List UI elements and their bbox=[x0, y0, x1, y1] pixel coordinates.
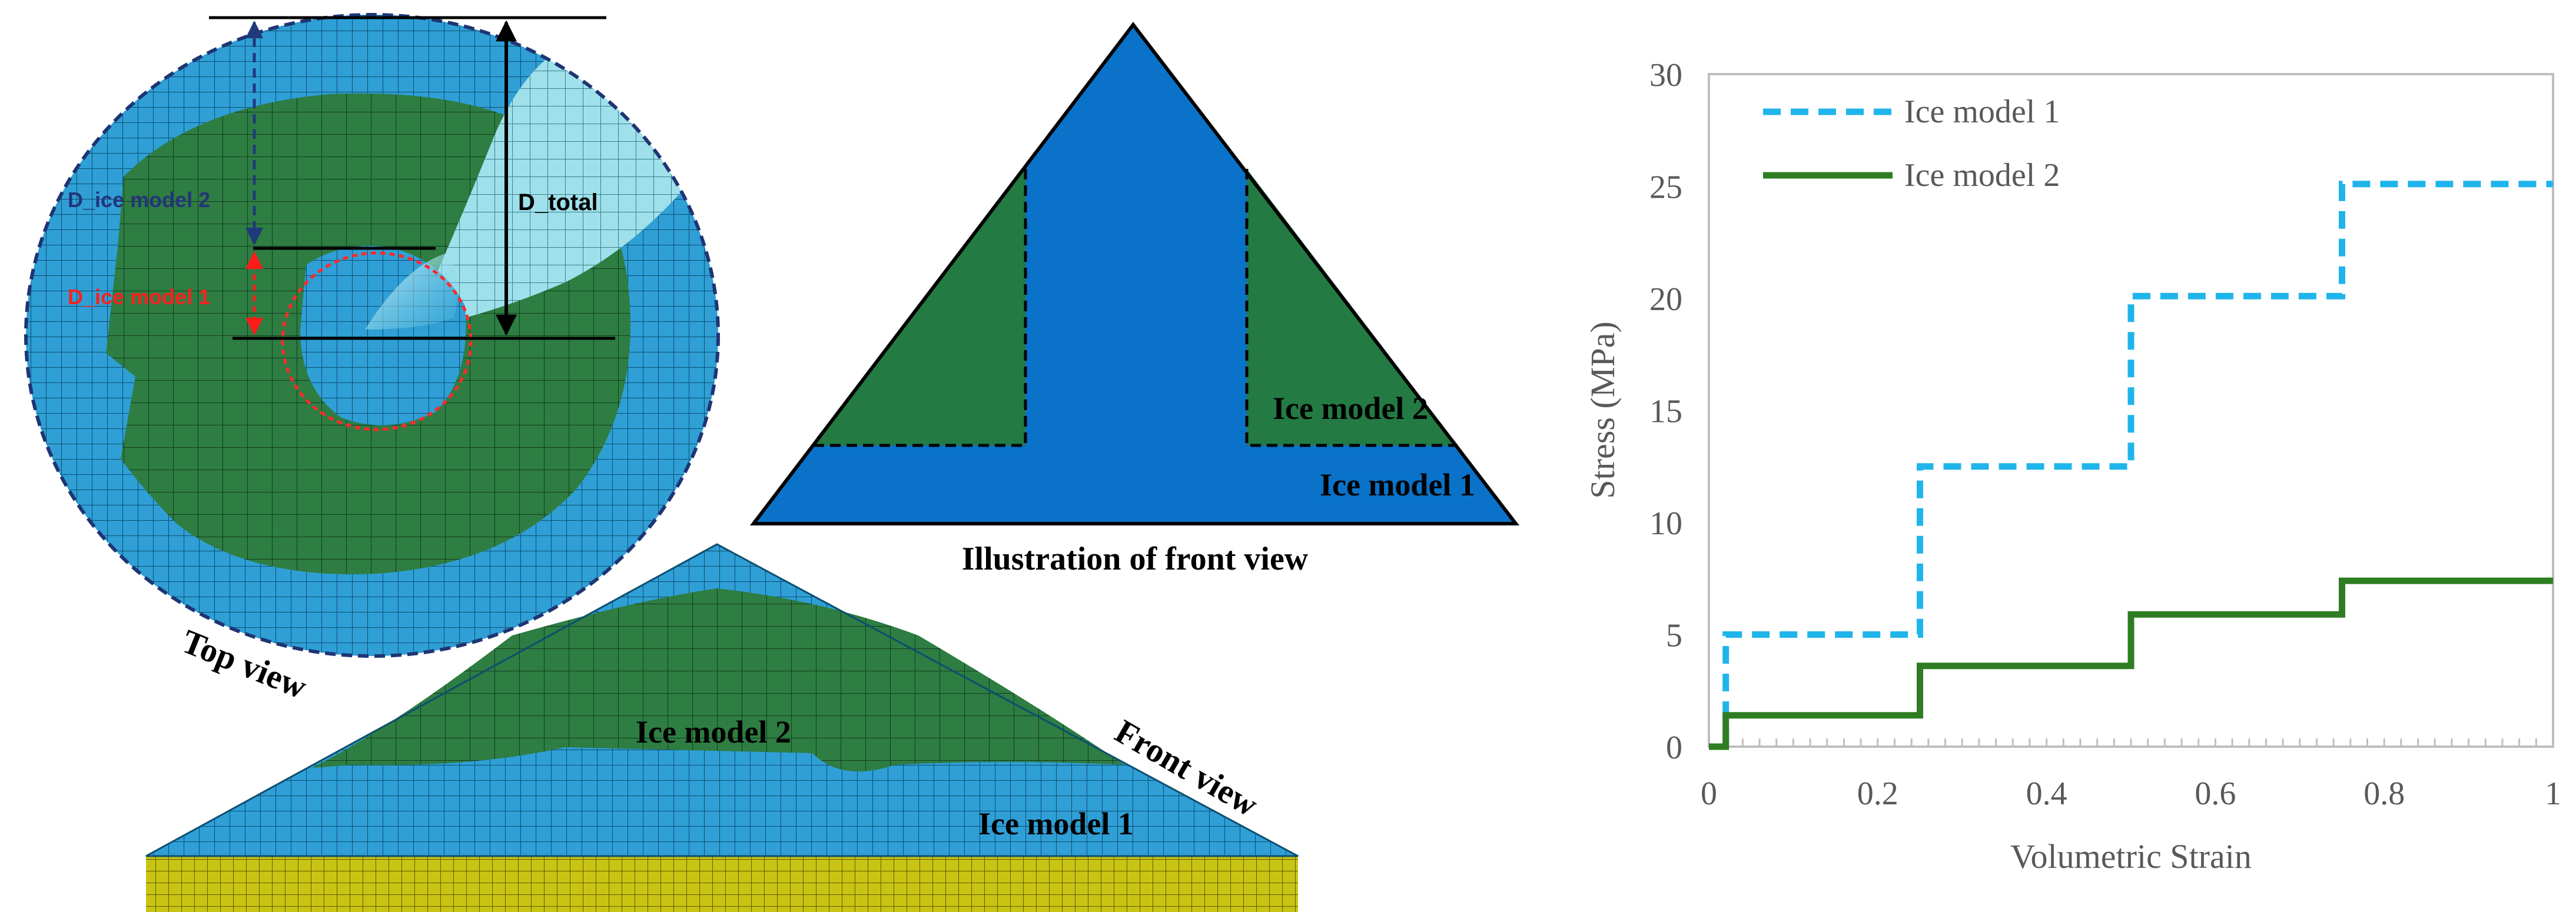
label-d-model1: D_ice model 1 bbox=[68, 285, 210, 309]
label-d-total: D_total bbox=[518, 189, 598, 215]
legend-label-series-2: Ice model 2 bbox=[1904, 157, 2060, 194]
y-tick-label: 15 bbox=[1649, 394, 1682, 430]
dimension-lines bbox=[209, 16, 615, 340]
y-tick-label: 5 bbox=[1666, 618, 1682, 654]
front-view-label-model1: Ice model 1 bbox=[978, 806, 1134, 841]
chart-legend: Ice model 1 Ice model 2 bbox=[1763, 94, 2060, 194]
front-view-model2-region bbox=[312, 588, 1124, 772]
y-tick-label: 30 bbox=[1649, 57, 1682, 94]
front-view-base bbox=[146, 856, 1298, 912]
y-axis-label: Stress (MPa) bbox=[1584, 321, 1622, 498]
top-view-mesh bbox=[24, 13, 720, 658]
x-tick-label: 0.4 bbox=[2026, 775, 2067, 812]
front-view-label-model2: Ice model 2 bbox=[636, 714, 791, 750]
y-tick-label: 10 bbox=[1649, 505, 1682, 542]
legend-label-series-1: Ice model 1 bbox=[1904, 94, 2060, 130]
y-tick-label: 0 bbox=[1666, 730, 1682, 766]
x-tick-label: 0.2 bbox=[1857, 775, 1898, 812]
caption-illustration: Illustration of front view bbox=[962, 541, 1309, 577]
stress-strain-chart: 0 5 10 15 20 25 30 0 0.2 0.4 0.6 0.8 1 Ice model 1 I… bbox=[1584, 57, 2561, 876]
x-axis-label: Volumetric Strain bbox=[2010, 837, 2252, 876]
illustration-label-model1: Ice model 1 bbox=[1320, 467, 1475, 502]
x-tick-label: 1 bbox=[2545, 775, 2561, 812]
x-tick-label: 0.8 bbox=[2363, 775, 2405, 812]
ice-model1-circle bbox=[281, 251, 473, 431]
y-tick-label: 20 bbox=[1649, 281, 1682, 318]
series-line-2 bbox=[1709, 577, 2553, 750]
series-line-1 bbox=[1722, 181, 2553, 747]
label-d-model2: D_ice model 2 bbox=[68, 188, 210, 212]
x-tick-label: 0 bbox=[1701, 775, 1717, 812]
front-illustration bbox=[749, 22, 1520, 525]
illustration-label-model2: Ice model 2 bbox=[1273, 391, 1428, 426]
y-tick-label: 25 bbox=[1649, 169, 1682, 206]
x-tick-label: 0.6 bbox=[2195, 775, 2236, 812]
front-view-mesh bbox=[145, 543, 1299, 912]
